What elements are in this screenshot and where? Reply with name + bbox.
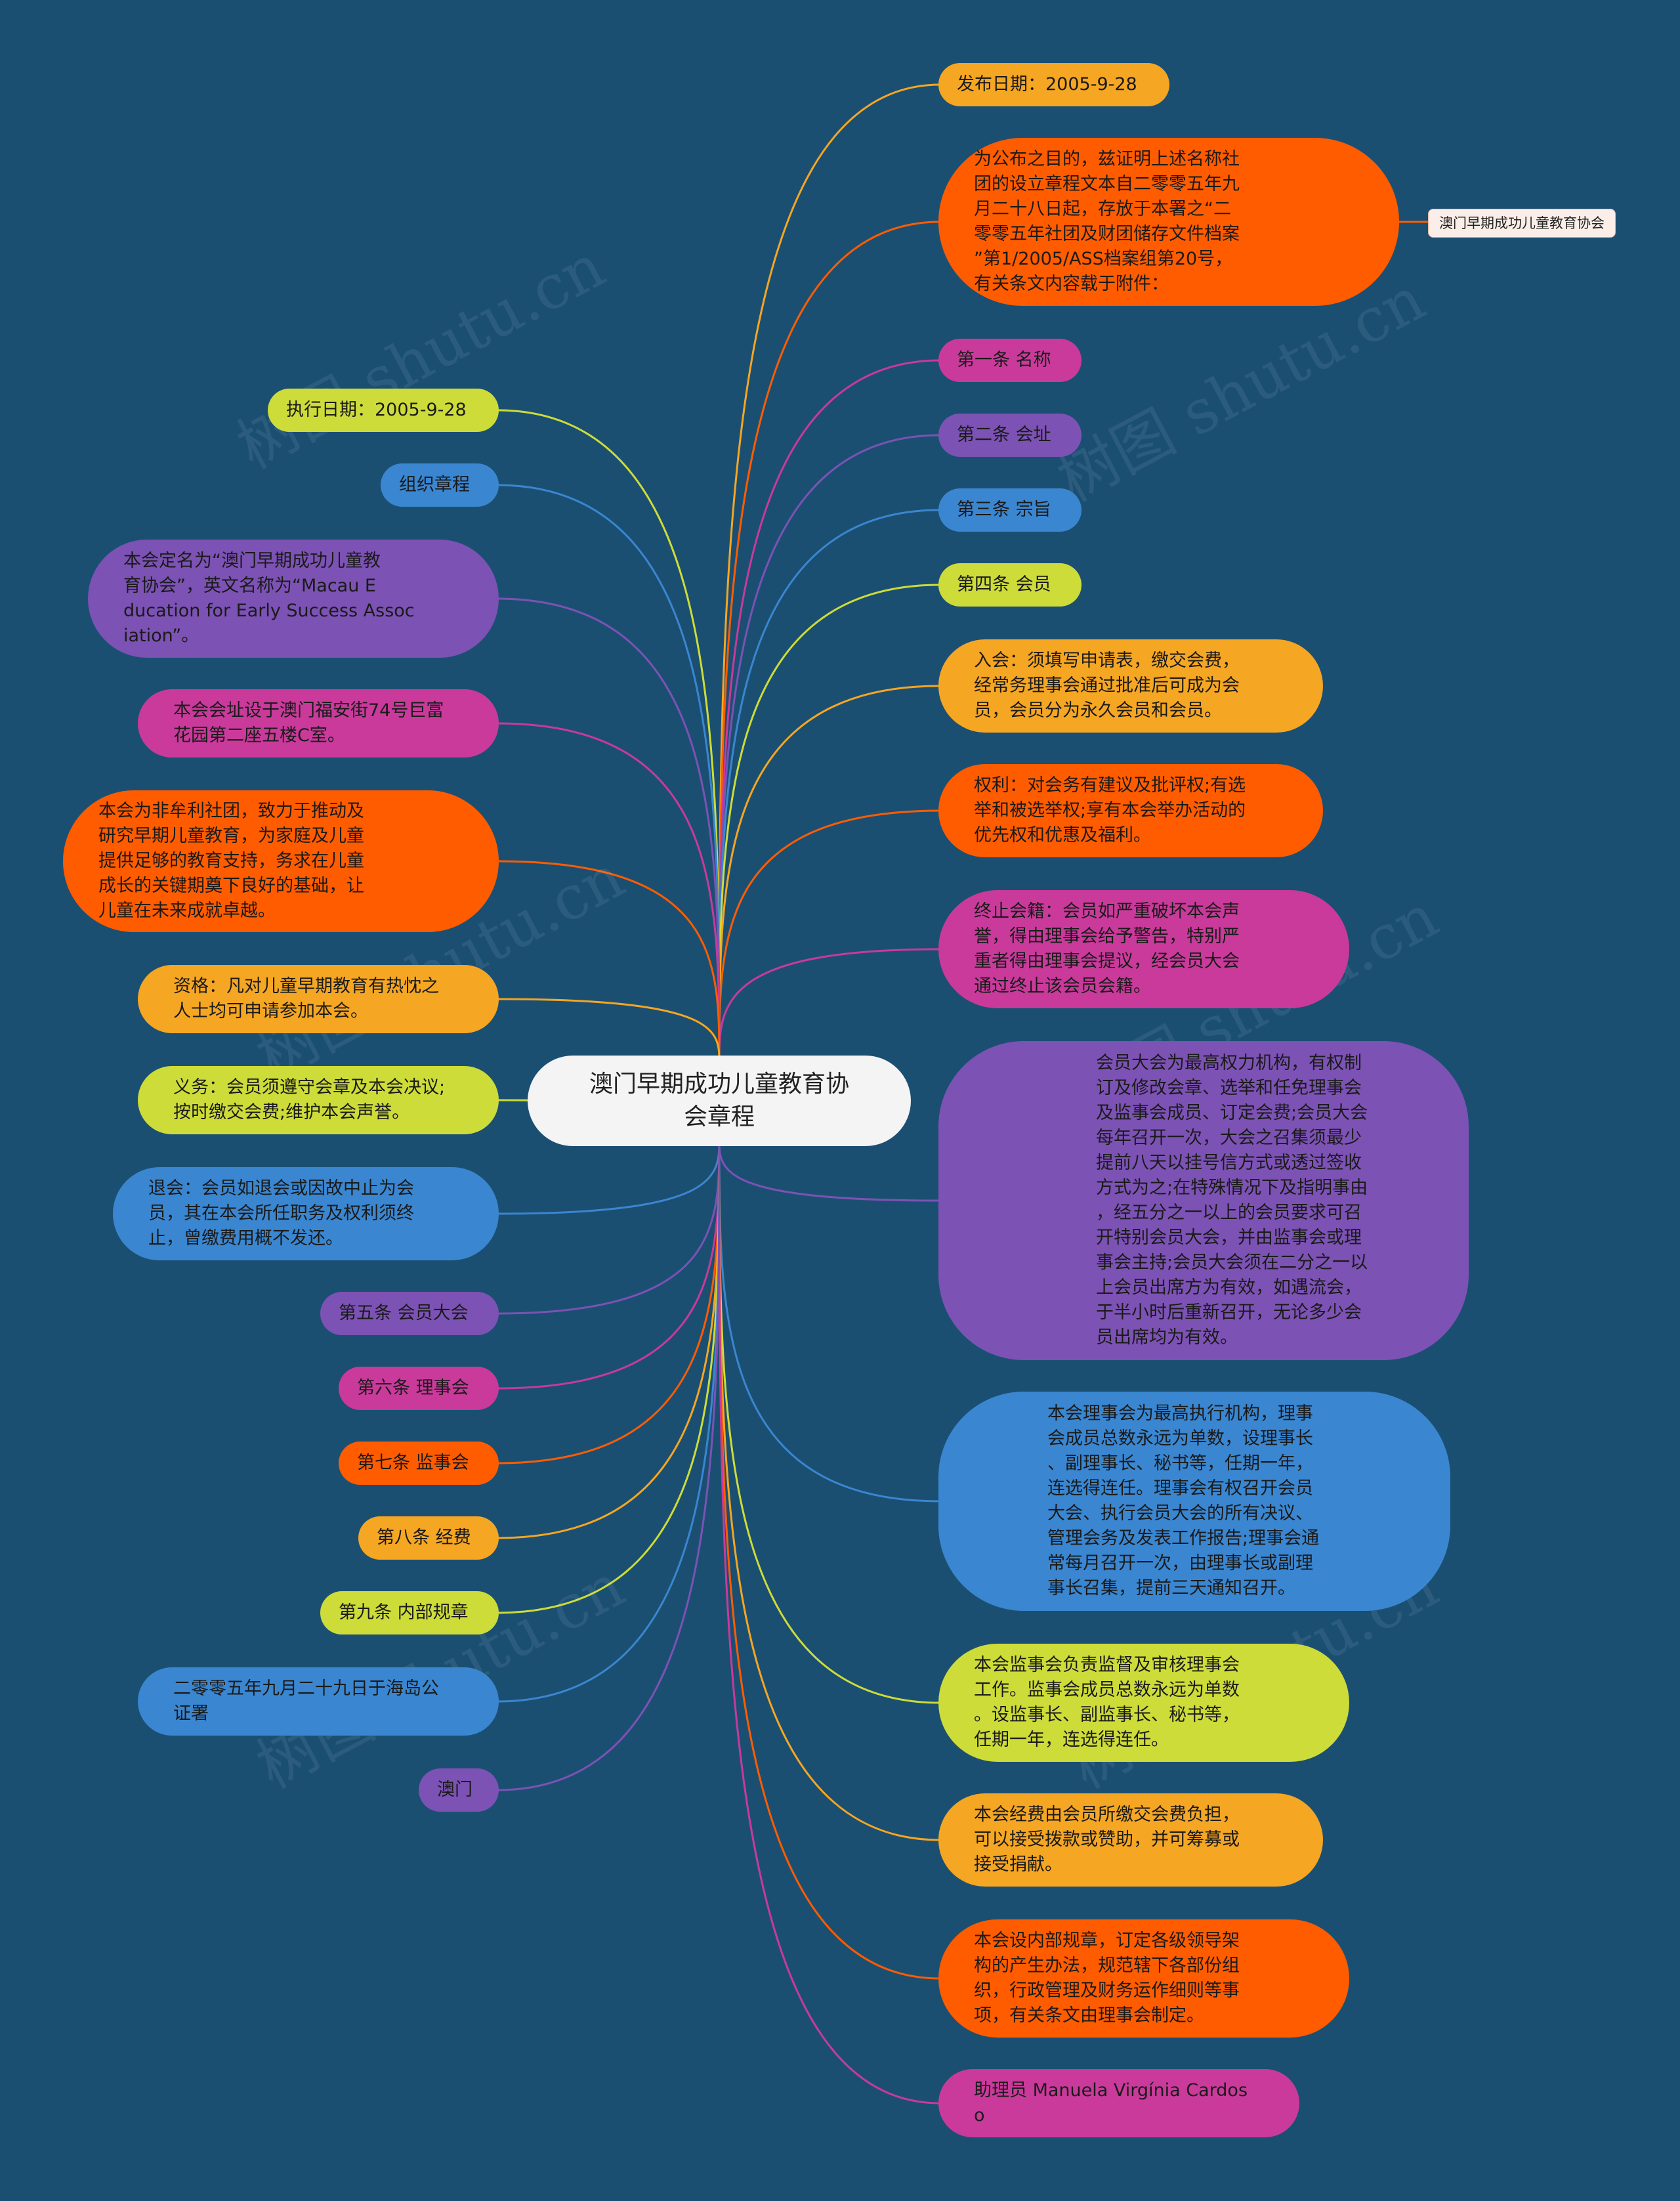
association-name-text-node[interactable]: 本会定名为“澳门早期成功儿童教 育协会”，英文名称为“Macau E ducat… [88,540,499,658]
node-label: 权利：对会务有建议及批评权;有选 举和被选举权;享有本会举办活动的 优先权和优惠… [974,775,1246,845]
node-label: 组织章程 [399,475,470,495]
connector-l2 [497,484,721,1063]
organization-charter-node[interactable]: 组织章程 [381,463,499,507]
node-label: 会员大会为最高权力机构，有权制 订及修改会章、选举和任免理事会 及监事会成员、订… [1096,1053,1368,1348]
node-label: 本会理事会为最高执行机构，理事 会成员总数永远为单数，设理事长 、副理事长、秘书… [1047,1403,1320,1598]
connector-l9 [497,1139,721,1315]
article-6-board-node[interactable]: 第六条 理事会 [339,1367,499,1410]
connector-r13 [718,1139,940,1841]
connector-r14 [718,1139,940,1980]
supervisory-board-node[interactable]: 本会监事会负责监督及审核理事会 工作。监事会成员总数永远为单数 。设监事长、副监… [938,1644,1349,1762]
node-label: 义务：会员须遵守会章及本会决议; 按时缴交会费;维护本会声誉。 [173,1077,446,1122]
connector-r7 [718,685,940,1063]
membership-termination-node[interactable]: 终止会籍：会员如严重破坏本会声 誉，得由理事会给予警告，特别严 重者得由理事会提… [938,890,1349,1008]
connector-r8 [718,809,940,1063]
node-label: 第一条 名称 [957,350,1051,370]
node-label: 终止会籍：会员如严重破坏本会声 誉，得由理事会给予警告，特别严 重者得由理事会提… [974,901,1240,996]
node-label: 本会定名为“澳门早期成功儿童教 育协会”，英文名称为“Macau E ducat… [123,551,415,646]
node-label: 本会监事会负责监督及审核理事会 工作。监事会成员总数永远为单数 。设监事长、副监… [974,1655,1240,1750]
node-label: 第五条 会员大会 [339,1303,469,1323]
node-label: 第四条 会员 [957,574,1051,595]
connector-l6 [497,998,721,1063]
node-label: 澳门 [437,1780,472,1800]
node-label: 本会会址设于澳门福安街74号巨富 花园第二座五楼C室。 [173,700,444,746]
node-label: 第三条 宗旨 [957,500,1051,520]
node-label: 为公布之目的，兹证明上述名称社 团的设立章程文本自二零零五年九 月二十八日起，存… [974,149,1240,294]
article-4-members-node[interactable]: 第四条 会员 [938,563,1082,607]
article-1-name-node[interactable]: 第一条 名称 [938,339,1082,382]
connector-l3 [497,597,721,1063]
node-label: 退会：会员如退会或因故中止为会 员，其在本会所任职务及权利须终 止，曾缴费用概不… [148,1178,414,1249]
assistant-signature-node[interactable]: 助理员 Manuela Virgínia Cardos o [938,2069,1299,2137]
root-topic[interactable]: 澳门早期成功儿童教育协 会章程 [528,1056,911,1146]
connector-r2 [718,221,940,1063]
node-label: 第二条 会址 [957,425,1051,445]
article-9-internal-rules-node[interactable]: 第九条 内部规章 [320,1591,499,1635]
connector-r9 [718,948,940,1063]
connector-l5 [497,860,721,1063]
member-rights-node[interactable]: 权利：对会务有建议及批评权;有选 举和被选举权;享有本会举办活动的 优先权和优惠… [938,764,1323,857]
node-label: 第九条 内部规章 [339,1602,469,1623]
article-3-purpose-node[interactable]: 第三条 宗旨 [938,488,1082,532]
connector-r12 [718,1139,940,1704]
member-withdrawal-node[interactable]: 退会：会员如退会或因故中止为会 员，其在本会所任职务及权利须终 止，曾缴费用概不… [113,1167,499,1260]
association-purpose-text-node[interactable]: 本会为非牟利社团，致力于推动及 研究早期儿童教育，为家庭及儿童 提供足够的教育支… [63,790,499,932]
member-obligations-node[interactable]: 义务：会员须遵守会章及本会决议; 按时缴交会费;维护本会声誉。 [138,1066,499,1134]
association-address-text-node[interactable]: 本会会址设于澳门福安街74号巨富 花园第二座五楼C室。 [138,689,499,758]
publication-statement-node[interactable]: 为公布之目的，兹证明上述名称社 团的设立章程文本自二零零五年九 月二十八日起，存… [938,138,1399,306]
node-label: 执行日期：2005-9-28 [286,400,467,420]
funding-node[interactable]: 本会经费由会员所缴交会费负担， 可以接受拨款或赞助，并可筹募或 接受捐献。 [938,1793,1323,1887]
node-label: 发布日期：2005-9-28 [957,74,1137,95]
notary-date-node[interactable]: 二零零五年九月二十九日于海岛公 证署 [138,1667,499,1736]
connector-r1 [718,83,940,1063]
root-topic-label: 澳门早期成功儿童教育协 会章程 [589,1071,849,1130]
node-label: 二零零五年九月二十九日于海岛公 证署 [173,1678,439,1724]
connector-r5 [718,509,940,1063]
publish-date-node[interactable]: 发布日期：2005-9-28 [938,63,1169,106]
admission-node[interactable]: 入会：须填写申请表，缴交会费， 经常务理事会通过批准后可成为会 员，会员分为永久… [938,639,1323,733]
article-5-general-assembly-node[interactable]: 第五条 会员大会 [320,1292,499,1335]
connector-r6 [718,584,940,1063]
article-2-address-node[interactable]: 第二条 会址 [938,414,1082,457]
board-of-directors-node[interactable]: 本会理事会为最高执行机构，理事 会成员总数永远为单数，设理事长 、副理事长、秘书… [938,1392,1450,1611]
internal-rules-node[interactable]: 本会设内部规章，订定各级领导架 构的产生办法，规范辖下各部份组 织，行政管理及财… [938,1919,1349,2038]
member-qualification-node[interactable]: 资格：凡对儿童早期教育有热忱之 人士均可申请参加本会。 [138,965,499,1033]
node-label: 本会为非牟利社团，致力于推动及 研究早期儿童教育，为家庭及儿童 提供足够的教育支… [98,801,364,921]
macau-node[interactable]: 澳门 [419,1768,499,1812]
connector-l4 [497,722,721,1063]
connector-l12 [497,1139,721,1539]
connector-l1 [497,409,721,1063]
connector-l15 [497,1139,721,1791]
connector-r4 [718,434,940,1063]
article-7-supervisory-node[interactable]: 第七条 监事会 [339,1442,499,1485]
article-8-funding-node[interactable]: 第八条 经费 [358,1516,499,1560]
connector-l8 [497,1139,721,1215]
connector-r10 [718,1139,940,1202]
node-label: 第六条 理事会 [357,1378,469,1398]
effective-date-node[interactable]: 执行日期：2005-9-28 [268,389,499,432]
node-label: 本会经费由会员所缴交会费负担， 可以接受拨款或赞助，并可筹募或 接受捐献。 [974,1805,1240,1875]
node-label: 助理员 Manuela Virgínia Cardos o [974,2080,1248,2126]
connector-l13 [497,1139,721,1614]
sub-topic-tag[interactable]: 澳门早期成功儿童教育协会 [1428,209,1616,238]
node-label: 资格：凡对儿童早期教育有热忱之 人士均可申请参加本会。 [173,976,439,1021]
node-label: 入会：须填写申请表，缴交会费， 经常务理事会通过批准后可成为会 员，会员分为永久… [974,651,1240,721]
connector-r11 [718,1139,940,1503]
general-assembly-node[interactable]: 会员大会为最高权力机构，有权制 订及修改会章、选举和任免理事会 及监事会成员、订… [938,1041,1469,1360]
node-label: 第八条 经费 [377,1528,471,1548]
node-label: 本会设内部规章，订定各级领导架 构的产生办法，规范辖下各部份组 织，行政管理及财… [974,1931,1240,2026]
connector-r15 [718,1139,940,2105]
connector-l11 [497,1139,721,1464]
node-label: 第七条 监事会 [357,1453,469,1473]
